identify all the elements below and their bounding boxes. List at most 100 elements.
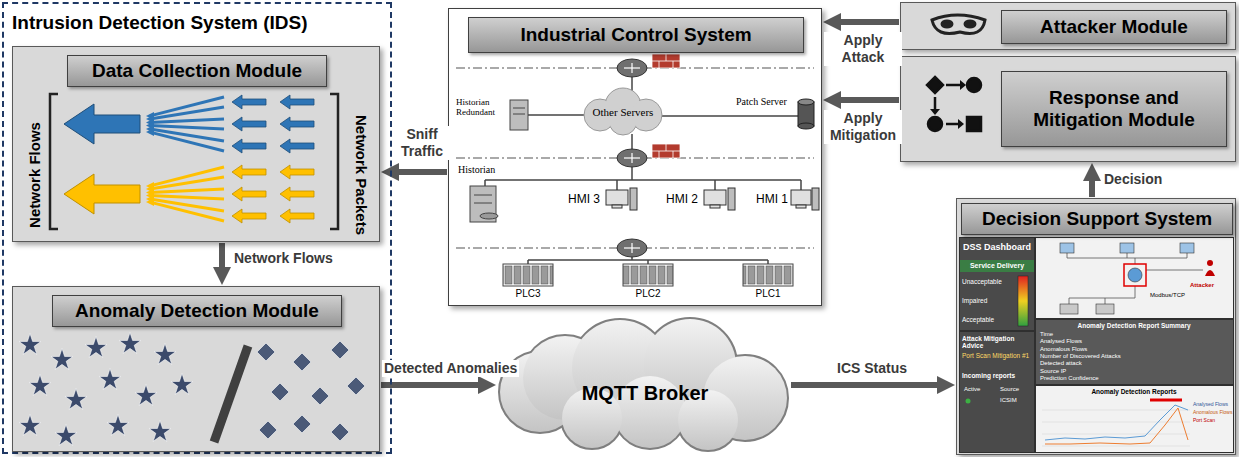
anomaly-symbols-part <box>293 353 311 371</box>
flow-arrow <box>791 382 937 388</box>
flow-arrows-part <box>146 115 154 123</box>
ics-network-part-part <box>484 180 486 186</box>
server-cloud <box>584 88 662 135</box>
flow-arrows-part <box>232 187 266 201</box>
figure-label: Anomaly Detection Reports <box>1039 388 1229 395</box>
database-icon-part <box>798 99 814 105</box>
ics-network-part-part <box>767 260 769 264</box>
hmi-icon-part <box>710 205 720 208</box>
firewall-part <box>652 144 680 158</box>
flow-arrow <box>841 19 899 25</box>
flow-arrow <box>841 97 899 103</box>
dss-dashboard-part <box>966 399 971 404</box>
flow-arrows-part <box>150 107 224 119</box>
database-icon <box>798 99 814 129</box>
response-icon-part <box>958 119 964 129</box>
figure-label: Anomalous Flows <box>1193 410 1232 416</box>
anomaly-symbols-part <box>119 332 141 353</box>
anomaly-symbols-part <box>51 348 73 369</box>
figure-label: Attacker <box>1190 282 1214 289</box>
flow-arrows-part <box>232 139 266 153</box>
database-icon-part <box>798 102 814 126</box>
module-header: Data Collection Module <box>67 55 327 87</box>
response-icon-part <box>927 77 943 93</box>
ics-network-part-part <box>662 115 798 117</box>
figure-label: Port Scan Mitigation #1 <box>962 352 1032 359</box>
figure-label: Anomalous Flows <box>1040 346 1087 353</box>
dss-dashboard-part <box>1045 405 1188 440</box>
dss-dashboard-part-part <box>1060 304 1078 314</box>
module-header: Industrial Control System <box>468 17 804 53</box>
firewall-part <box>666 54 667 61</box>
dss-dashboard-part <box>1018 276 1028 326</box>
flow-arrows-part <box>150 129 224 141</box>
flow-arrow <box>381 382 478 388</box>
flow-arrows-part <box>146 125 154 133</box>
mqtt-cloud-part <box>500 319 787 450</box>
figure-label: Source IP <box>1040 368 1066 375</box>
system-panel: Industrial Control System <box>448 8 822 306</box>
figure-label: Time <box>1040 331 1053 338</box>
figure-label: Other Servers <box>583 106 663 118</box>
figure-label: Anomaly Detection Report Summary <box>1039 322 1229 329</box>
router-part <box>617 149 647 167</box>
response-icon-part <box>946 123 958 126</box>
ics-network-part-part <box>485 179 801 181</box>
figure-label: HMI 1 <box>756 193 788 206</box>
firewall-part <box>652 151 680 152</box>
ics-network-part-part <box>527 260 529 264</box>
ics-network-part-part <box>456 157 814 158</box>
mqtt-cloud-part-part <box>523 336 607 420</box>
figure-label: Detected attack <box>1040 360 1082 367</box>
hmi-icon <box>606 188 819 210</box>
flow-arrow <box>219 243 225 267</box>
response-icon-part <box>928 117 942 131</box>
firewall-part <box>659 61 660 68</box>
figure-label: Port Scan <box>1193 418 1215 424</box>
flow-arrows-part <box>150 199 224 211</box>
attacker-mask-icon-part <box>932 15 985 34</box>
flow-arrows-part <box>146 122 154 130</box>
firewall-part <box>652 61 680 62</box>
flow-arrows-part <box>64 174 140 214</box>
flow-arrows-part <box>150 177 224 189</box>
server-icon-part <box>510 100 528 130</box>
dss-dashboard-part-part <box>1042 410 1190 411</box>
router <box>617 59 647 257</box>
router-part-part <box>631 63 632 73</box>
edge-label: Decision <box>1102 171 1164 188</box>
module-header: Anomaly Detection Module <box>52 295 342 327</box>
anomaly-symbols-part <box>154 343 176 364</box>
attacker-mask-icon-part <box>942 21 952 27</box>
dss-dashboard-part <box>960 238 1034 330</box>
figure-label: Historian <box>458 164 495 175</box>
node-title: Intrusion Detection System (IDS) <box>12 10 388 36</box>
figure-label: Analysed Flows <box>1193 402 1228 408</box>
ics-network-part-part <box>647 260 649 264</box>
figure-label: Prediction Confidence <box>1040 375 1099 382</box>
ics-network-part-part <box>616 180 618 190</box>
server-icon-part <box>470 186 496 222</box>
flow-arrows-part <box>280 165 314 179</box>
mqtt-cloud-part-part <box>572 320 668 416</box>
flow-arrow <box>399 169 447 175</box>
router-part-part <box>624 247 640 248</box>
dss-dashboard-part <box>1067 253 1203 304</box>
anomaly-symbols-part <box>135 384 157 405</box>
ics-network-part <box>456 68 814 248</box>
edge-label: Network Flows <box>232 250 335 267</box>
ics-network-part-part <box>456 247 814 248</box>
figure-label: PLC2 <box>628 288 668 299</box>
edge-label: Sniff Traffic <box>394 126 450 160</box>
broker-cloud: MQTT Broker <box>497 318 790 454</box>
anomaly-symbols-part <box>331 423 349 441</box>
dss-dashboard-part-part <box>1135 258 1136 264</box>
dss-dashboard-part <box>1150 399 1182 402</box>
router-part-part <box>631 153 632 163</box>
ics-network-part-part <box>631 257 633 260</box>
flow-arrows-part <box>64 104 140 144</box>
flow-arrows-part <box>146 198 154 206</box>
response-icon <box>927 77 981 131</box>
figure-label: Patch Server <box>736 96 787 107</box>
figure-label: ICSIM <box>1000 397 1017 404</box>
